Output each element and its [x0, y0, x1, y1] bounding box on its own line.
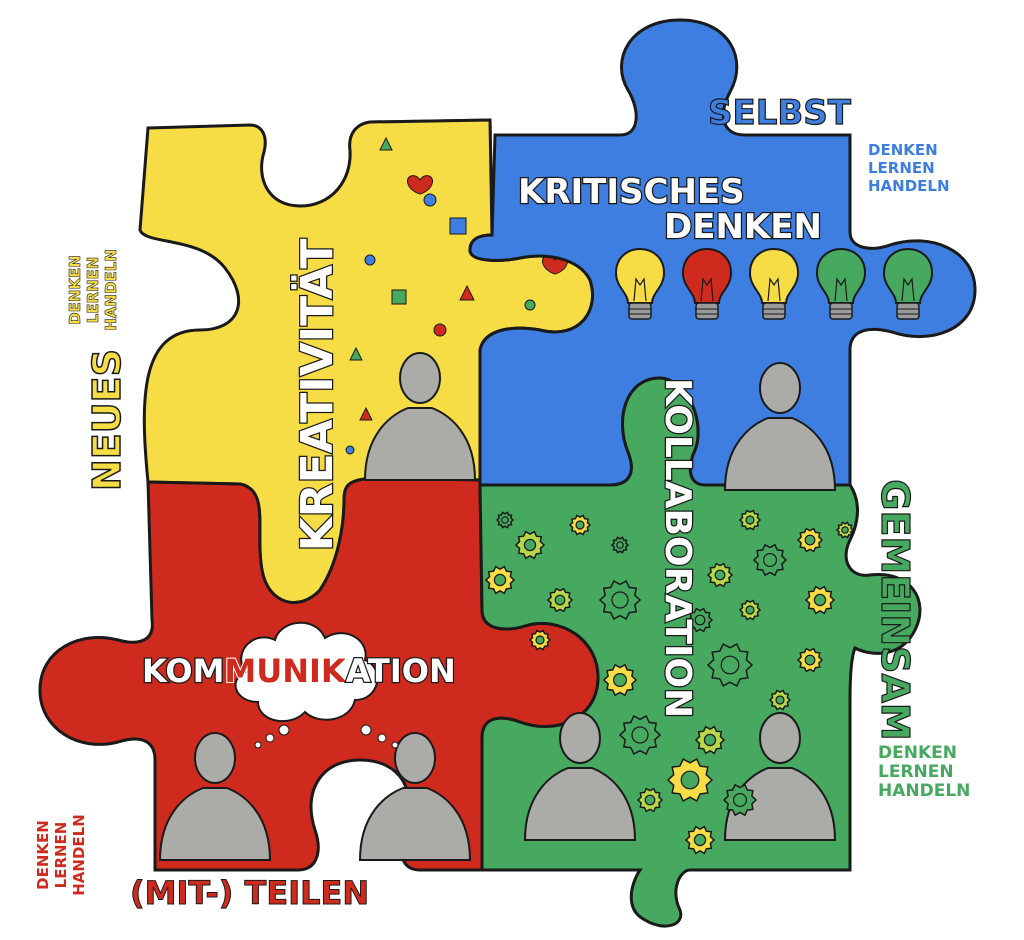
yellow-sub-2: LERNEN [84, 257, 102, 324]
denken-label: DENKEN [664, 207, 822, 247]
red-sub-2: LERNEN [52, 822, 70, 889]
gear-icon [666, 758, 714, 802]
gear-icon [796, 527, 824, 553]
gear-icon [514, 530, 546, 560]
kollaboration-label: KOLLABORATION [657, 378, 698, 718]
yellow-side-sub: DENKEN LERNEN HANDELN [66, 249, 121, 331]
lightbulb-icon [882, 247, 934, 320]
blue-side-sub: DENKEN LERNEN HANDELN [868, 141, 950, 195]
gear-icon [598, 579, 642, 621]
person-icon [358, 732, 472, 861]
gear-icon [528, 629, 552, 651]
person-icon [363, 352, 477, 481]
gear-icon [706, 562, 734, 588]
person-icon [158, 732, 272, 861]
lightbulb-icon [815, 247, 867, 320]
neues-label: NEUES [85, 349, 129, 491]
red-sub-1: DENKEN [34, 820, 52, 890]
lightbulb-icon [681, 247, 733, 320]
kommunikation-part-a: KOM [142, 652, 224, 690]
people-layer [158, 352, 837, 861]
blue-sub-3: HANDELN [868, 177, 950, 195]
gear-icon [610, 536, 630, 554]
green-sub-3: HANDELN [878, 781, 970, 801]
lightbulb-icon [614, 247, 666, 320]
green-sub-1: DENKEN [878, 743, 957, 763]
lightbulb-icon [748, 247, 800, 320]
kreativitaet-label: KREATIVITÄT [290, 239, 343, 552]
red-side-sub: DENKEN LERNEN HANDELN [34, 814, 88, 896]
yellow-piece [138, 118, 595, 605]
kommunikation-part-c: ATION [346, 652, 456, 690]
gear-icon [835, 521, 855, 539]
green-sub-2: LERNEN [878, 762, 954, 782]
gear-icon [484, 565, 516, 595]
gear-cluster [484, 509, 855, 855]
selbst-label: SELBST [708, 93, 852, 133]
person-icon [723, 712, 837, 841]
kommunikation-part-b: MUNIK [224, 652, 347, 690]
yellow-sub-3: HANDELN [102, 249, 120, 331]
green-side-sub: DENKEN LERNEN HANDELN [878, 743, 970, 801]
blue-sub-1: DENKEN [868, 141, 938, 159]
gear-icon [684, 825, 716, 855]
gear-icon [694, 725, 726, 755]
person-icon [523, 712, 637, 841]
thought-cloud-icon [234, 621, 399, 749]
gear-icon [796, 647, 824, 673]
gear-icon [636, 787, 664, 813]
gear-icon [602, 663, 638, 697]
gear-icon [618, 714, 662, 756]
yellow-sub-1: DENKEN [66, 255, 84, 325]
gear-icon [495, 511, 515, 529]
red-sub-3: HANDELN [70, 814, 88, 896]
gear-icon [804, 585, 836, 615]
gear-icon [568, 514, 592, 536]
gear-icon [686, 607, 714, 633]
blue-sub-2: LERNEN [868, 159, 935, 177]
gear-icon [752, 543, 788, 577]
svg-text:KOMMUNIKATION: KOMMUNIKATION [142, 652, 456, 690]
gemeinsam-label: GEMEINSAM [873, 479, 917, 740]
gear-icon [738, 599, 762, 621]
confetti-pattern [335, 118, 595, 490]
kritisches-label: KRITISCHES [518, 172, 745, 212]
gear-icon [706, 643, 754, 687]
gear-icon [738, 509, 762, 531]
gear-icon [546, 587, 574, 613]
lightbulb-row [614, 247, 934, 320]
person-icon [723, 362, 837, 491]
kommunikation-label: KOMMUNIKATION [141, 651, 457, 692]
gear-icon [722, 783, 758, 817]
mit-teilen-label: (MIT-) TEILEN [130, 874, 369, 912]
gear-icon [768, 689, 792, 711]
